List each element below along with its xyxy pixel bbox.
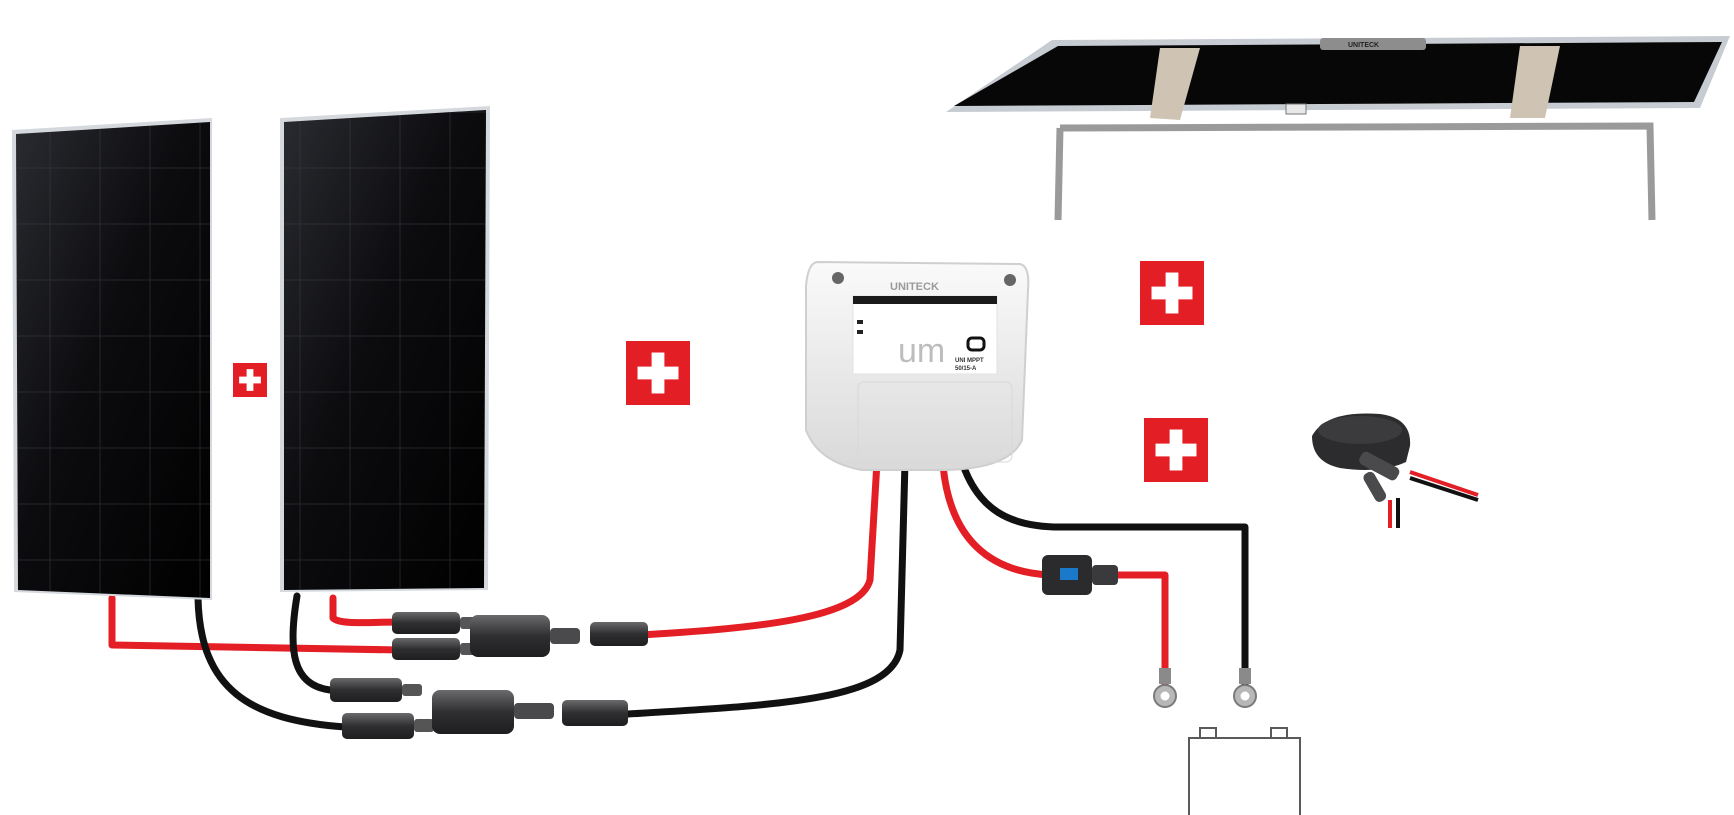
mc4-connector-lower-2 [342, 713, 434, 739]
plus-badge-1 [233, 363, 267, 397]
wiring [108, 458, 1249, 731]
mc4-branch-connector-positive [470, 615, 580, 657]
roof-mount-kit: UNITECK [946, 36, 1730, 221]
battery-positive-wire [939, 461, 1054, 579]
plus-badge-2 [626, 341, 690, 405]
mount-kit-brand-label: UNITECK [1348, 42, 1379, 49]
battery-negative-wire [958, 458, 1249, 694]
mc4-branch-connector-negative [432, 690, 554, 734]
panel1-negative-wire [194, 594, 349, 731]
inline-fuse-holder [1042, 555, 1118, 595]
mc4-connectors [330, 612, 648, 739]
negative-array-to-controller-wire [624, 458, 909, 718]
controller-model-mark: um [898, 332, 945, 370]
solar-panel-2 [280, 106, 490, 592]
controller-indicator [966, 336, 986, 352]
battery-positive-wire-2 [1111, 571, 1169, 694]
controller-model-name: UNI MPPT [955, 358, 984, 364]
panel1-positive-wire [108, 594, 404, 654]
positive-array-to-controller-wire [636, 458, 881, 639]
plus-badge-4 [1144, 418, 1208, 482]
plus-badge-3 [1140, 261, 1204, 325]
solar-panel-1 [12, 118, 212, 600]
battery-icon [1188, 727, 1301, 815]
controller-brand-logo: UNITECK [890, 281, 939, 293]
panel2-negative-wire [289, 592, 334, 694]
ring-terminal-negative [1233, 668, 1257, 708]
panel2-positive-wire [329, 594, 404, 627]
charge-controller: UNITECK um UNI MPPT 50/15-A [805, 260, 1030, 471]
mc4-connector-upper [392, 612, 482, 634]
controller-lower-cover [857, 381, 1013, 463]
mc4-connector-lower-1 [330, 678, 422, 702]
controller-label-panel [852, 295, 998, 375]
mc4-extension-positive [590, 622, 648, 646]
cable-entry-gland [1312, 413, 1479, 528]
mc4-connector-mid-red [392, 638, 482, 660]
plus-badges [233, 261, 1208, 482]
ring-terminal-positive [1153, 668, 1177, 708]
controller-model-rating: 50/15-A [955, 366, 977, 372]
mc4-extension-negative [562, 700, 628, 726]
